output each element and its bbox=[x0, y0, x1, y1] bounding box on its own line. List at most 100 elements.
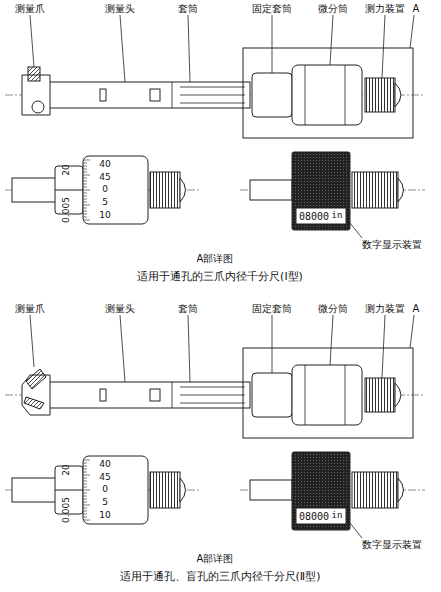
scale-number: 5 bbox=[102, 498, 108, 508]
scale-number: 45 bbox=[99, 473, 110, 483]
scale-tick bbox=[83, 460, 90, 461]
sleeve-slot bbox=[180, 395, 245, 396]
digital-display bbox=[296, 208, 346, 224]
ratchet bbox=[365, 78, 395, 112]
scale-tick bbox=[83, 475, 90, 476]
part-label: 测力装置 bbox=[364, 3, 406, 14]
figure-caption: 适用于通孔的三爪内径千分尺(Ⅰ型) bbox=[137, 271, 303, 283]
scale-number: 0 bbox=[102, 185, 108, 195]
ratchet-cap bbox=[180, 178, 186, 202]
detail-ratchet bbox=[352, 472, 398, 508]
leader-line bbox=[410, 315, 414, 348]
ratchet-cap bbox=[395, 383, 401, 407]
scale-tick bbox=[83, 208, 87, 209]
scale-tick bbox=[83, 178, 87, 179]
fixed-sleeve bbox=[252, 73, 292, 117]
part-label: 测量爪 bbox=[14, 3, 46, 14]
scale-tick bbox=[83, 511, 87, 512]
leader-line bbox=[382, 15, 385, 78]
leader-line bbox=[272, 315, 273, 373]
detail-title: A部详图 bbox=[197, 253, 234, 264]
leader-line bbox=[30, 15, 34, 67]
digital-display bbox=[296, 508, 346, 524]
micrometer-figure bbox=[5, 15, 425, 238]
part-label: 套筒 bbox=[177, 303, 199, 314]
scale-tick bbox=[83, 211, 87, 212]
leader-line bbox=[188, 315, 190, 382]
ratchet-cap bbox=[395, 83, 401, 107]
ratchet-cap bbox=[398, 478, 404, 502]
detail-frame bbox=[243, 48, 413, 138]
part-label: 测量头 bbox=[104, 3, 136, 14]
leader-line bbox=[188, 15, 190, 82]
detail-ratchet bbox=[150, 172, 180, 208]
scale-number: 0 bbox=[102, 485, 108, 495]
datum-line bbox=[55, 490, 83, 491]
sleeve-edge bbox=[172, 82, 173, 108]
measuring-head-tube bbox=[48, 382, 250, 408]
part-label: A bbox=[412, 303, 421, 314]
leader-line bbox=[346, 518, 362, 538]
scale-tick bbox=[83, 214, 87, 215]
scale-tick bbox=[83, 481, 87, 482]
scale-number: 10 bbox=[99, 511, 110, 521]
thimble-band bbox=[345, 365, 346, 425]
scale-tick bbox=[83, 505, 90, 506]
scale-tick bbox=[83, 172, 87, 173]
window-slot bbox=[150, 89, 160, 101]
ratchet-cap bbox=[180, 478, 186, 502]
window-slot bbox=[150, 389, 160, 401]
scale-tick bbox=[83, 217, 87, 218]
scale-number: 45 bbox=[99, 173, 110, 183]
scale-tick bbox=[83, 472, 87, 473]
part-label: 套筒 bbox=[177, 3, 199, 14]
detail-tube bbox=[250, 180, 292, 200]
detail-tube bbox=[12, 478, 57, 502]
scale-tick bbox=[83, 490, 90, 491]
scale-tick bbox=[83, 193, 87, 194]
leader-line bbox=[410, 15, 414, 48]
scale-tick bbox=[83, 514, 87, 515]
scale-number: 40 bbox=[99, 460, 110, 470]
scale-tick bbox=[83, 220, 90, 221]
scale-tick bbox=[83, 466, 87, 467]
scale-number: 20 bbox=[62, 164, 72, 175]
part-label: 固定套筒 bbox=[251, 303, 293, 314]
scale-tick bbox=[83, 160, 90, 161]
display-reading: in bbox=[332, 211, 343, 221]
scale-number: 10 bbox=[99, 211, 110, 221]
ratchet bbox=[365, 378, 395, 412]
leader-line bbox=[346, 218, 362, 238]
scale-tick bbox=[83, 496, 87, 497]
figure-caption: 适用于通孔、盲孔的三爪内径千分尺(Ⅱ型) bbox=[120, 571, 321, 583]
digital-body bbox=[292, 152, 350, 230]
detail-thimble bbox=[83, 156, 148, 224]
scale-tick bbox=[83, 202, 87, 203]
micrometer-figure bbox=[5, 315, 425, 538]
detail-tube bbox=[250, 480, 292, 500]
scale-tick bbox=[83, 205, 90, 206]
scale-tick bbox=[83, 484, 87, 485]
scale-number: 5 bbox=[102, 198, 108, 208]
digital-body bbox=[292, 452, 350, 530]
window-slot bbox=[100, 89, 106, 101]
scale-tick bbox=[83, 175, 90, 176]
part-label: 数字显示装置 bbox=[361, 539, 423, 550]
scale-number: 0.005 bbox=[62, 497, 72, 523]
scale-tick bbox=[83, 463, 87, 464]
detail-thimble bbox=[83, 456, 148, 524]
sleeve-slot bbox=[180, 95, 245, 96]
sleeve-slot bbox=[180, 387, 245, 388]
sleeve-slot bbox=[180, 103, 245, 104]
scale-tick bbox=[83, 184, 87, 185]
scale-tick bbox=[83, 499, 87, 500]
scale-tick bbox=[83, 469, 87, 470]
scale-tick bbox=[83, 502, 87, 503]
thimble-band bbox=[305, 365, 306, 425]
thimble bbox=[292, 65, 362, 125]
scale-tick bbox=[83, 508, 87, 509]
claw-pin bbox=[32, 101, 44, 113]
window-slot bbox=[100, 389, 106, 401]
scale-tick bbox=[83, 493, 87, 494]
measuring-claw bbox=[28, 67, 40, 81]
